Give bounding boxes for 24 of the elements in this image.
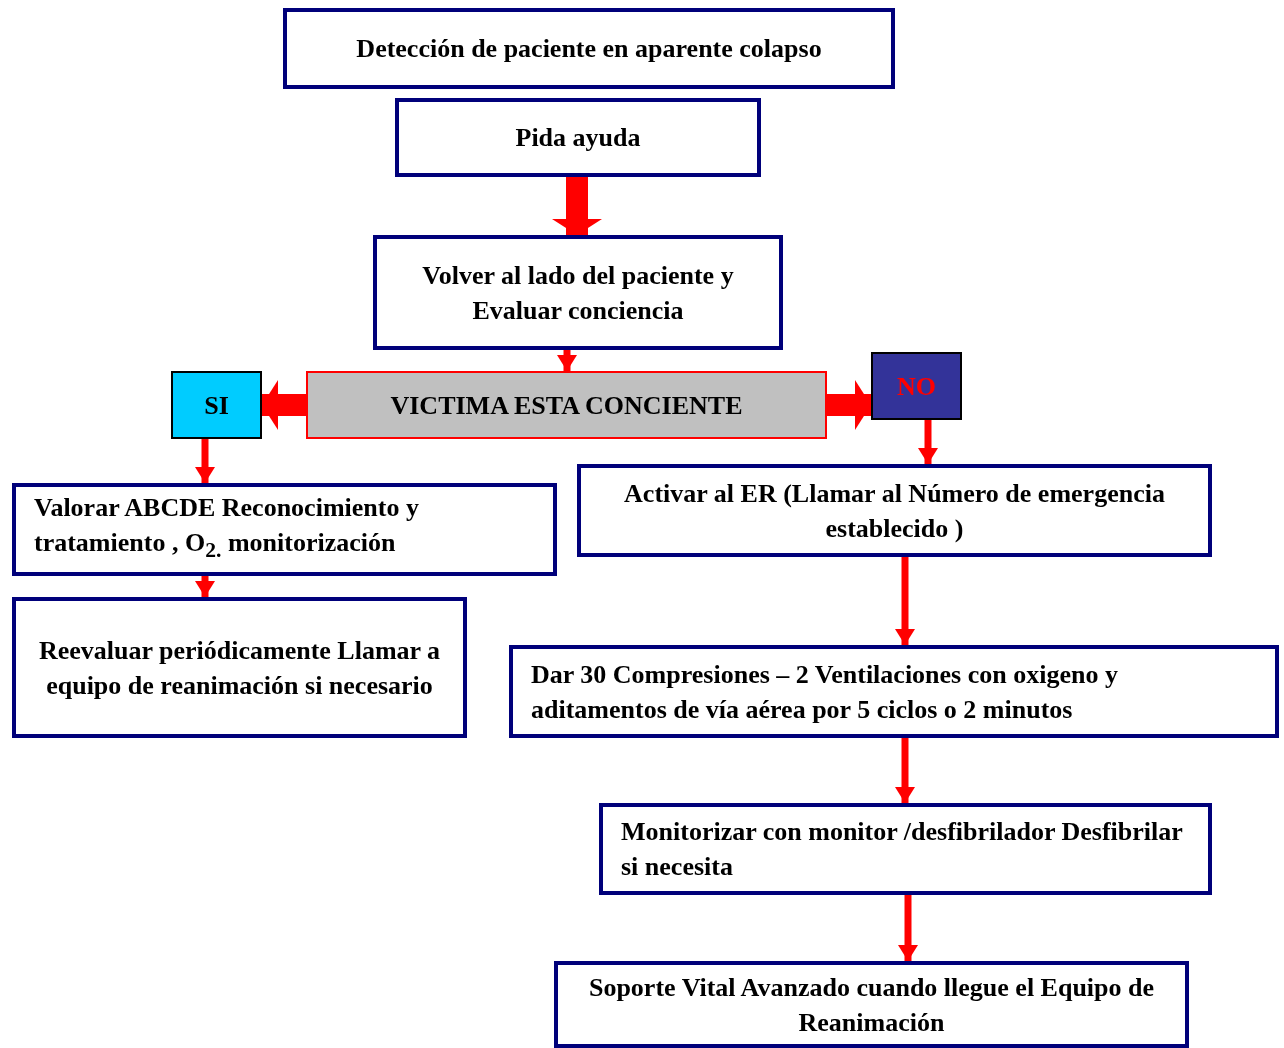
process-box: [554, 961, 1189, 1048]
node-text: Reevaluar periódicamente Llamar a equipo de reanimación si necesario: [37, 634, 442, 702]
node-text: Pida ayuda: [515, 122, 641, 154]
process-box: [12, 597, 467, 738]
process-box: [599, 803, 1212, 895]
node-text: SI: [204, 389, 229, 422]
node-text: Valorar ABCDE Reconocimiento y tratamiento , O$_{2.}$ monitorización: [34, 492, 420, 565]
answer-box: [171, 371, 262, 439]
node-text: Soporte Vital Avanzado cuando llegue el Equipo de Reanimación: [587, 971, 1156, 1039]
process-box: [283, 8, 895, 89]
answer-box: [871, 352, 962, 420]
node-text: Dar 30 Compresiones – 2 Ventilaciones con oxigeno y aditamentos de vía aérea por 5 ciclos o 2 minutos: [531, 658, 1119, 726]
node-text: Detección de paciente en aparente colapso: [356, 33, 822, 65]
node-text: NO: [897, 370, 936, 403]
decision-bar: [306, 371, 827, 439]
process-box: [12, 483, 557, 576]
process-box: [373, 235, 783, 350]
node-text: VICTIMA ESTA CONCIENTE: [390, 389, 743, 422]
process-box: [577, 464, 1212, 557]
node-text: Activar al ER (Llamar al Número de emergencia establecido ): [623, 477, 1166, 545]
node-text: Monitorizar con monitor /desfibrilador Desfibrilar si necesita: [621, 816, 1184, 883]
process-box: [395, 98, 761, 177]
process-box: [509, 645, 1279, 738]
node-text: Volver al lado del paciente y Evaluar conciencia: [421, 259, 735, 327]
